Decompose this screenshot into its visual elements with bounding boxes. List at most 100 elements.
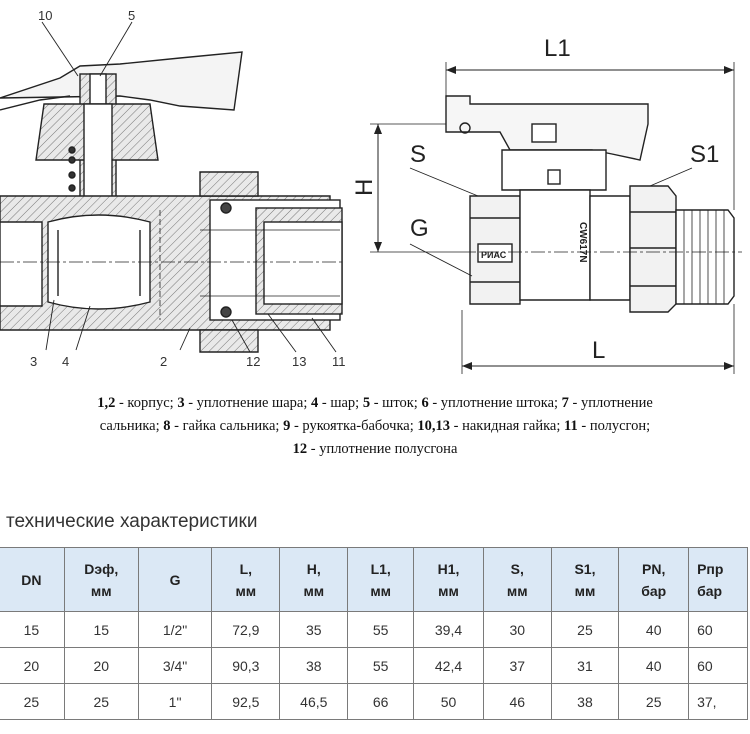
legend-part-text: - шар; xyxy=(318,395,363,411)
header-label: S, xyxy=(510,560,524,577)
header-label: DN xyxy=(21,571,42,588)
dim-L: L xyxy=(592,337,605,364)
table-header-cell: S, мм xyxy=(482,547,552,612)
legend-part-text: - накидная гайка; xyxy=(450,418,565,434)
table-cell: 38 xyxy=(279,647,349,684)
table-header-cell: L, мм xyxy=(211,547,281,612)
legend-part-number: 4 xyxy=(311,395,319,411)
table-cell: 25 xyxy=(63,683,139,720)
table-cell: 50 xyxy=(413,683,484,720)
table-cell: 46,5 xyxy=(279,683,349,720)
external-view xyxy=(370,62,742,374)
body-marks: РИАС CW617N xyxy=(481,222,588,263)
table-cell: 37, xyxy=(688,683,748,720)
table-cell: 15 xyxy=(0,611,65,648)
table-cell: 25 xyxy=(618,683,690,720)
table-cell: 1" xyxy=(137,683,213,720)
header-label: L1, xyxy=(370,560,391,577)
callout-10: 10 xyxy=(38,8,52,23)
table-header-cell: PN,бар xyxy=(618,547,690,612)
table-cell: 38 xyxy=(550,683,620,720)
table-cell: 39,4 xyxy=(413,611,484,648)
table-header-cell: H1,мм xyxy=(413,547,484,612)
header-unit: мм xyxy=(90,582,112,599)
table-cell: 30 xyxy=(482,611,552,648)
legend-line: 1,2 - корпус; 3 - уплотнение шара; 4 - ш… xyxy=(0,392,750,415)
dimension-arrows xyxy=(374,66,734,370)
table-title: технические характеристики xyxy=(6,511,258,532)
legend-part-text: - уплотнение штока; xyxy=(428,395,562,411)
callout-11: 11 xyxy=(332,354,346,369)
header-unit: мм xyxy=(303,582,325,599)
legend-part-text: - гайка сальника; xyxy=(170,418,284,434)
table-cell: 60 xyxy=(688,611,748,648)
table-cell: 60 xyxy=(688,647,748,684)
header-label: L, xyxy=(239,560,253,577)
header-label: H1, xyxy=(437,560,460,577)
legend-part-number: 12 xyxy=(292,441,308,457)
header-unit: мм xyxy=(235,582,257,599)
callout-4: 4 xyxy=(62,354,69,369)
legend-part-text: сальника; xyxy=(99,418,164,434)
legend-part-number: 11 xyxy=(564,418,578,434)
legend-part-text: - рукоятка-бабочка; xyxy=(290,418,418,434)
legend-line: 12 - уплотнение полусгона xyxy=(0,438,750,461)
table-cell: 72,9 xyxy=(211,611,281,648)
table-header-cell: S1, мм xyxy=(550,547,620,612)
table-cell: 35 xyxy=(279,611,349,648)
table-cell: 40 xyxy=(618,611,690,648)
header-label: PN, xyxy=(642,560,666,577)
table-cell: 55 xyxy=(347,611,415,648)
table-cell: 1/2" xyxy=(137,611,213,648)
valve-technical-drawing: 10 5 3 4 2 12 13 11 xyxy=(0,8,742,374)
table-cell: 55 xyxy=(347,647,415,684)
legend-part-text: - шток; xyxy=(370,395,422,411)
section-view xyxy=(0,21,345,353)
header-label: Dэф, xyxy=(84,560,119,577)
legend-part-text: - уплотнение полусгона xyxy=(307,441,458,457)
header-label: G xyxy=(169,571,181,588)
legend-part-number: 6 xyxy=(421,395,429,411)
table-cell: 37 xyxy=(482,647,552,684)
legend-part-number: 8 xyxy=(163,418,171,434)
table-cell: 20 xyxy=(0,647,65,684)
dim-S: S xyxy=(410,141,426,168)
dimension-labels: L1 H S S1 G L xyxy=(351,35,719,364)
table-cell: 25 xyxy=(550,611,620,648)
callout-2: 2 xyxy=(160,354,167,369)
header-unit: бар xyxy=(697,582,723,599)
brand-mark: РИАС xyxy=(481,250,507,260)
table-cell: 3/4" xyxy=(137,647,213,684)
header-unit: мм xyxy=(506,582,528,599)
dim-S1: S1 xyxy=(690,141,719,168)
header-unit: мм xyxy=(574,582,596,599)
table-cell: 46 xyxy=(482,683,552,720)
legend-part-number: 7 xyxy=(561,395,569,411)
dim-H: H xyxy=(351,179,378,196)
table-cell: 42,4 xyxy=(413,647,484,684)
table-cell: 15 xyxy=(63,611,139,648)
legend-part-number: 1,2 xyxy=(97,395,116,411)
legend-part-text: - полусгон; xyxy=(577,418,651,434)
callout-3: 3 xyxy=(30,354,37,369)
table-cell: 90,3 xyxy=(211,647,281,684)
legend-part-text: - уплотнение xyxy=(568,395,653,411)
legend-part-text: - корпус; xyxy=(115,395,178,411)
table-cell: 92,5 xyxy=(211,683,281,720)
legend-line: сальника; 8 - гайка сальника; 9 - рукоят… xyxy=(0,415,750,438)
header-unit: мм xyxy=(370,582,392,599)
legend-part-number: 10,13 xyxy=(417,418,451,434)
table-header-cell: L1, мм xyxy=(347,547,415,612)
legend-part-number: 9 xyxy=(283,418,291,434)
callout-5: 5 xyxy=(128,8,135,23)
header-label: S1, xyxy=(574,560,596,577)
table-cell: 66 xyxy=(347,683,415,720)
table-header-cell: G xyxy=(137,547,213,612)
header-label: Рпр xyxy=(697,560,724,577)
header-label: H, xyxy=(306,560,321,577)
